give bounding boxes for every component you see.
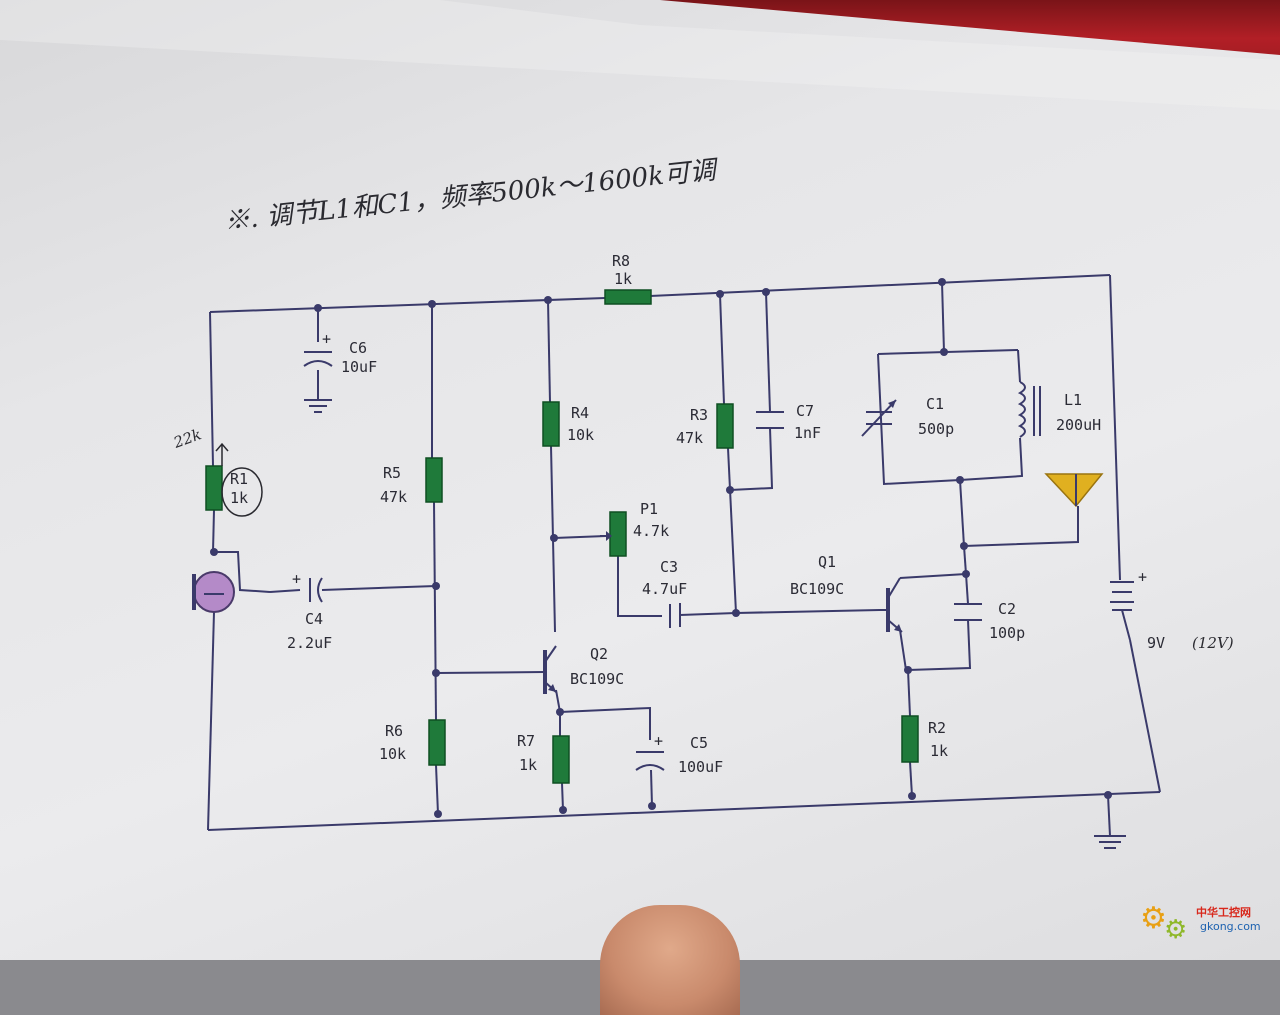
label-r8-name: R8 xyxy=(612,252,630,270)
resistor-r5 xyxy=(425,457,443,503)
label-r5-name: R5 xyxy=(383,464,401,482)
r1-arrow xyxy=(215,442,229,466)
label-c6-value: 10uF xyxy=(341,358,377,376)
label-q2-name: Q2 xyxy=(590,645,608,663)
label-r3-name: R3 xyxy=(690,406,708,424)
r1-handwritten-value: 22k xyxy=(170,425,204,452)
junction-dots xyxy=(210,278,1112,818)
label-c1-name: C1 xyxy=(926,395,944,413)
label-r7-name: R7 xyxy=(517,732,535,750)
label-r6-name: R6 xyxy=(385,722,403,740)
label-l1-value: 200uH xyxy=(1056,416,1101,434)
finger xyxy=(600,905,740,1015)
label-r1-name: R1 xyxy=(230,470,248,488)
label-p1-name: P1 xyxy=(640,500,658,518)
label-r2-value: 1k xyxy=(930,742,948,760)
label-l1-name: L1 xyxy=(1064,391,1082,409)
transistor-q2 xyxy=(543,645,557,694)
label-c3-value: 4.7uF xyxy=(642,580,687,598)
label-r5-value: 47k xyxy=(380,488,407,506)
label-c1-value: 500p xyxy=(918,420,954,438)
label-r6-value: 10k xyxy=(379,745,406,763)
resistor-r1 xyxy=(205,465,223,511)
label-c7-name: C7 xyxy=(796,402,814,420)
battery-handwritten-voltage: (12V) xyxy=(1192,634,1234,652)
label-q1-value: BC109C xyxy=(790,580,844,598)
watermark-url: gkong.com xyxy=(1200,920,1261,933)
capacitor-c3 xyxy=(669,603,681,628)
resistor-r3 xyxy=(716,403,734,449)
label-r8-value: 1k xyxy=(614,270,632,288)
resistor-r4 xyxy=(542,401,560,447)
label-r4-name: R4 xyxy=(571,404,589,422)
potentiometer-p1 xyxy=(609,511,627,557)
label-r3-value: 47k xyxy=(676,429,703,447)
resistor-r6 xyxy=(428,719,446,766)
battery: + xyxy=(1110,568,1147,611)
label-c7-value: 1nF xyxy=(794,424,821,442)
label-c4-value: 2.2uF xyxy=(287,634,332,652)
circuit-schematic: ※. 调节L1和C1，频率500k～1600k可调 xyxy=(170,155,1234,849)
gear-icon: ⚙ xyxy=(1140,902,1167,935)
r1-handwritten-circle xyxy=(221,467,263,517)
microphone xyxy=(192,571,235,613)
label-q2-value: BC109C xyxy=(570,670,624,688)
capacitor-c7 xyxy=(756,411,784,429)
label-c2-value: 100p xyxy=(989,624,1025,642)
inductor-l1 xyxy=(1017,381,1041,438)
capacitor-c4: + xyxy=(292,570,323,603)
label-r7-value: 1k xyxy=(519,756,537,774)
resistor-r8 xyxy=(604,289,652,305)
capacitor-c2 xyxy=(954,603,982,621)
resistor-r7 xyxy=(552,735,570,784)
label-c2-name: C2 xyxy=(998,600,1016,618)
svg-text:+: + xyxy=(292,570,301,588)
resistor-r2 xyxy=(901,715,919,763)
label-c5-value: 100uF xyxy=(678,758,723,776)
label-p1-value: 4.7k xyxy=(633,522,669,540)
watermark-title: 中华工控网 xyxy=(1196,906,1251,919)
transistor-q1 xyxy=(880,577,903,633)
label-c4-name: C4 xyxy=(305,610,323,628)
capacitor-c1-variable xyxy=(861,399,897,437)
ground-symbol xyxy=(1094,835,1126,849)
label-c3-name: C3 xyxy=(660,558,678,576)
label-c6-name: C6 xyxy=(349,339,367,357)
svg-text:+: + xyxy=(322,330,331,348)
label-q1-name: Q1 xyxy=(818,553,836,571)
antenna xyxy=(1044,473,1104,508)
capacitor-c6: + xyxy=(303,330,333,413)
svg-text:+: + xyxy=(654,732,663,750)
wires xyxy=(207,274,1161,837)
handwritten-note: ※. 调节L1和C1，频率500k～1600k可调 xyxy=(223,155,721,237)
label-battery-value: 9V xyxy=(1147,634,1165,652)
watermark: ⚙ ⚙ 中华工控网 gkong.com xyxy=(1140,902,1270,944)
capacitor-c5: + xyxy=(635,732,665,771)
label-r2-name: R2 xyxy=(928,719,946,737)
label-c5-name: C5 xyxy=(690,734,708,752)
gear-icon-small: ⚙ xyxy=(1164,914,1188,944)
label-r1-value: 1k xyxy=(230,489,248,507)
svg-text:+: + xyxy=(1138,568,1147,586)
label-r4-value: 10k xyxy=(567,426,594,444)
